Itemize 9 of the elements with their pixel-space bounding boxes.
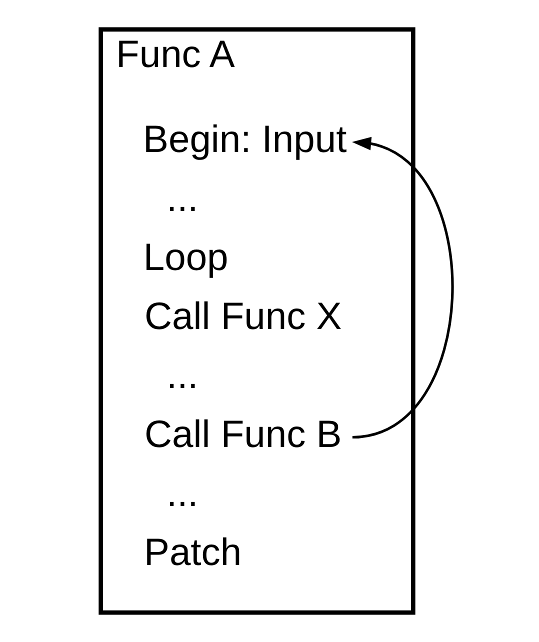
label: Call Func X bbox=[144, 294, 342, 338]
node-text: Begin: Input bbox=[142, 118, 346, 161]
node-text: Call Func B bbox=[144, 412, 342, 456]
label: ... bbox=[166, 472, 198, 515]
label: ... bbox=[166, 354, 198, 397]
label: Loop bbox=[142, 236, 228, 279]
label: ... bbox=[166, 176, 198, 220]
label: Patch bbox=[144, 530, 242, 574]
arrow bbox=[351, 136, 453, 439]
